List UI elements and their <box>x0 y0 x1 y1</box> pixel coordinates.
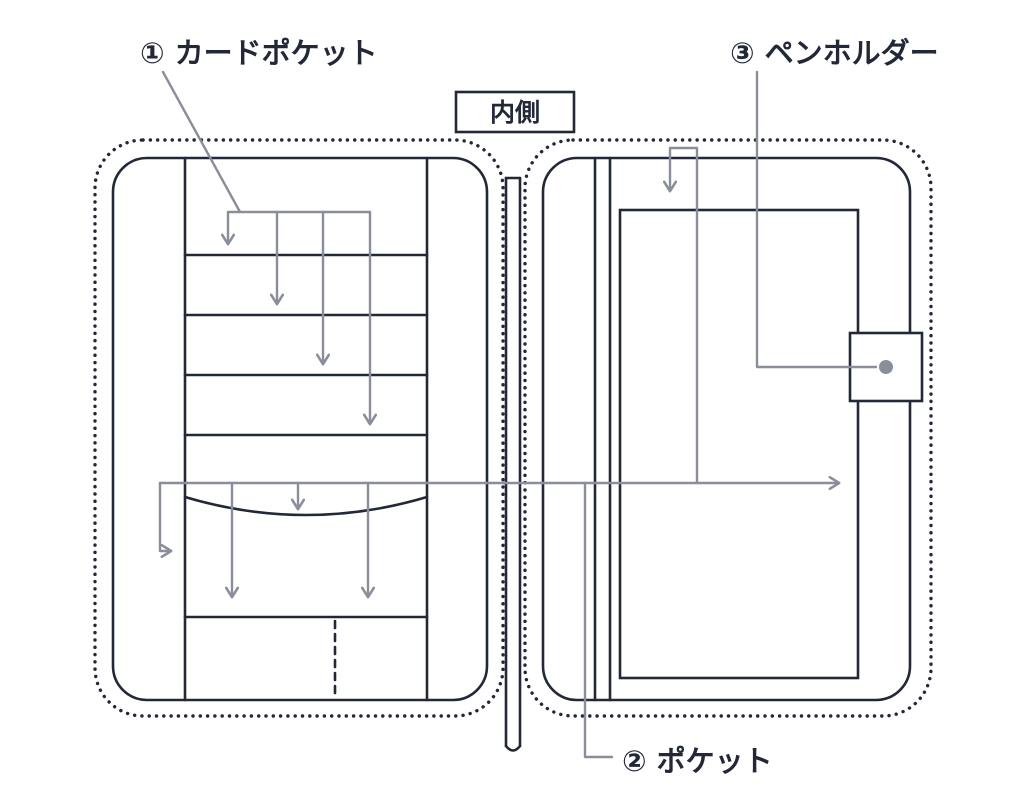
case-stitching-outline <box>93 138 933 718</box>
card-slots <box>183 253 429 437</box>
left-cover-stitch <box>93 138 505 718</box>
right-page <box>541 156 924 702</box>
label-card-pocket: ① カードポケット <box>140 36 378 70</box>
left-page <box>111 156 489 702</box>
spine-bottom-cap <box>504 744 522 752</box>
callout-pocket <box>158 146 838 759</box>
callout-card-pocket <box>161 70 370 423</box>
callout-line <box>161 70 242 214</box>
left-page-edge <box>111 156 489 702</box>
zipper-spine <box>504 176 522 752</box>
callout-arrow <box>670 146 699 485</box>
callout-end-dot <box>879 360 893 374</box>
right-page-edge <box>541 156 912 702</box>
callout-line <box>755 70 878 369</box>
inside-label-box <box>454 90 576 134</box>
right-cover-stitch <box>523 138 933 718</box>
labels: ① カードポケット ③ ペンホルダー ② ポケット 内側 <box>140 36 939 778</box>
label-pocket: ② ポケット <box>622 744 773 778</box>
label-inside: 内側 <box>490 98 540 127</box>
label-pen-holder: ③ ペンホルダー <box>730 36 939 70</box>
callout-arrow <box>158 481 170 551</box>
callout-pen-holder <box>755 70 893 374</box>
curved-pocket-edge <box>183 495 429 517</box>
callout-line <box>583 481 614 759</box>
large-pocket-panel <box>618 208 860 680</box>
